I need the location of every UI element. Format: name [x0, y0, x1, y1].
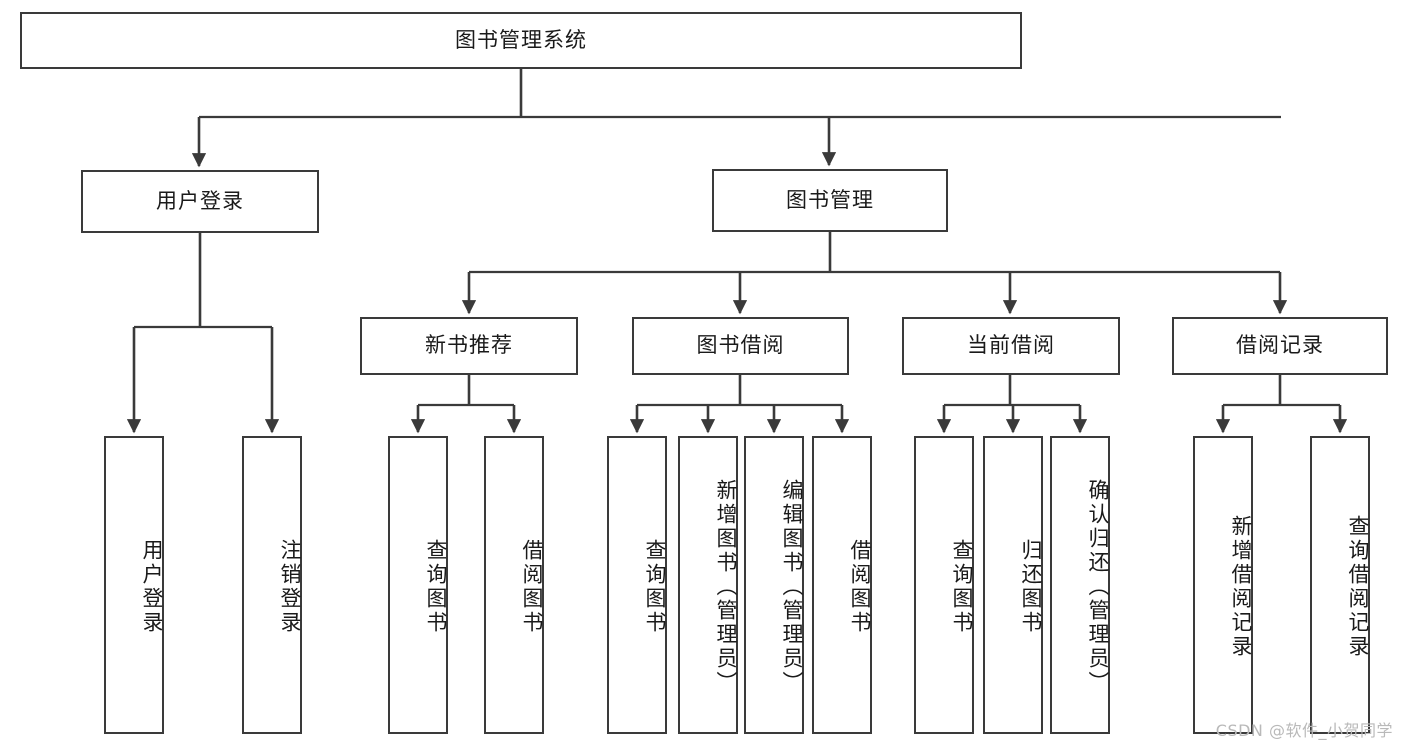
leaf-borrow-book-newbook[interactable]: 借阅图书 — [484, 436, 544, 734]
node-level3-borrow-record[interactable]: 借阅记录 — [1172, 317, 1388, 375]
node-level3-book-borrow[interactable]: 图书借阅 — [632, 317, 849, 375]
leaf-label: 借阅图书 — [848, 539, 872, 635]
node-level2-user-login[interactable]: 用户登录 — [81, 170, 319, 233]
leaf-edit-book-admin[interactable]: 编辑图书（管理员） — [744, 436, 804, 734]
node-level3-new-book-recommend[interactable]: 新书推荐 — [360, 317, 578, 375]
leaf-logout[interactable]: 注销登录 — [242, 436, 302, 734]
leaf-label: 新增借阅记录 — [1229, 515, 1253, 659]
leaf-label: 借阅图书 — [520, 539, 544, 635]
leaf-label: 查询图书 — [424, 539, 448, 635]
leaf-add-borrow-record[interactable]: 新增借阅记录 — [1193, 436, 1253, 734]
leaf-label: 归还图书 — [1019, 539, 1043, 635]
leaf-query-borrow-record[interactable]: 查询借阅记录 — [1310, 436, 1370, 734]
leaf-borrow-book[interactable]: 借阅图书 — [812, 436, 872, 734]
leaf-query-book-newbook[interactable]: 查询图书 — [388, 436, 448, 734]
leaf-add-book-admin[interactable]: 新增图书（管理员） — [678, 436, 738, 734]
leaf-query-book-borrow[interactable]: 查询图书 — [607, 436, 667, 734]
node-level3-current-borrow[interactable]: 当前借阅 — [902, 317, 1120, 375]
leaf-label: 新增图书（管理员） — [714, 479, 738, 695]
node-level2-book-management[interactable]: 图书管理 — [712, 169, 948, 232]
leaf-label: 用户登录 — [140, 539, 164, 635]
leaf-label: 查询借阅记录 — [1346, 515, 1370, 659]
leaf-label: 查询图书 — [643, 539, 667, 635]
leaf-label: 注销登录 — [278, 539, 302, 635]
csdn-watermark: CSDN @软件_小贺同学 — [1215, 721, 1393, 740]
leaf-user-login[interactable]: 用户登录 — [104, 436, 164, 734]
leaf-confirm-return-admin[interactable]: 确认归还（管理员） — [1050, 436, 1110, 734]
leaf-return-book[interactable]: 归还图书 — [983, 436, 1043, 734]
leaf-query-book-current[interactable]: 查询图书 — [914, 436, 974, 734]
leaf-label: 确认归还（管理员） — [1086, 479, 1110, 695]
leaf-label: 编辑图书（管理员） — [780, 479, 804, 695]
leaf-label: 查询图书 — [950, 539, 974, 635]
node-root[interactable]: 图书管理系统 — [20, 12, 1022, 69]
